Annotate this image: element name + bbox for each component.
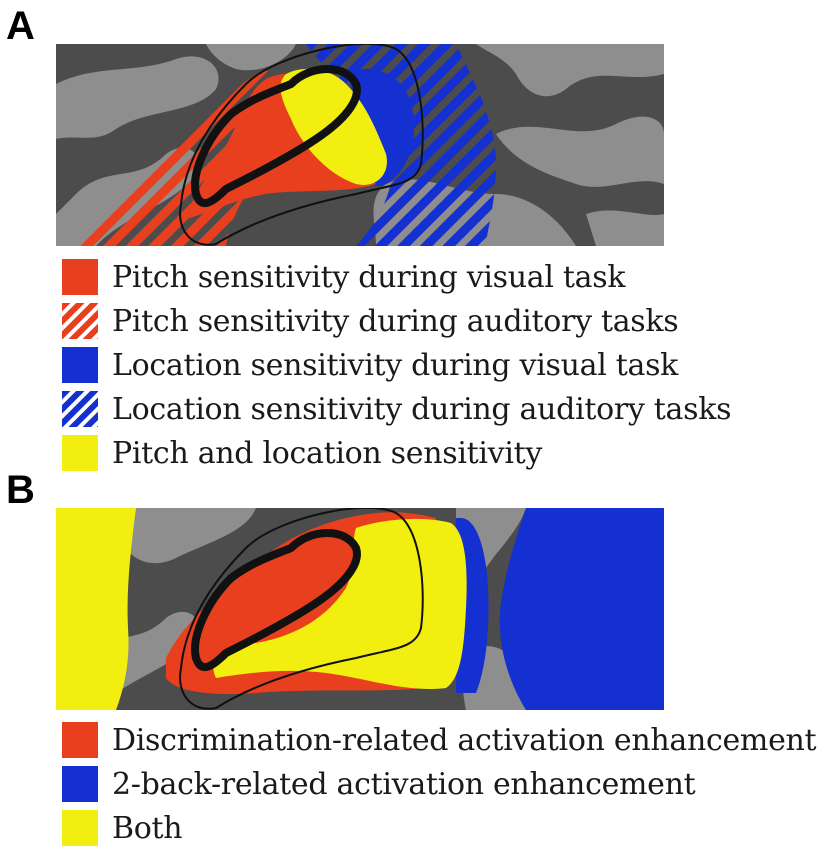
discrimination-swatch <box>62 722 98 758</box>
legend-label: Location sensitivity during auditory tas… <box>112 391 732 427</box>
legend-item: Location sensitivity during visual task <box>62 343 731 387</box>
pitch-auditory-swatch <box>62 303 98 339</box>
thin-outline <box>179 44 424 246</box>
legend-item: Pitch sensitivity during visual task <box>62 255 731 299</box>
both-swatch <box>62 810 98 846</box>
panel-b-letter: B <box>6 468 35 512</box>
thick-outline <box>191 529 361 671</box>
legend-label: Pitch sensitivity during visual task <box>112 259 626 295</box>
both-left-region <box>56 508 136 710</box>
legend-label: Pitch sensitivity during auditory tasks <box>112 303 679 339</box>
panel-b-brain-map <box>56 508 664 710</box>
legend-item: Discrimination-related activation enhanc… <box>62 718 817 762</box>
legend-item: Pitch and location sensitivity <box>62 431 731 475</box>
panel-a-legend: Pitch sensitivity during visual task Pit… <box>62 255 732 475</box>
thick-outline <box>191 65 361 207</box>
location-auditory-swatch <box>62 391 98 427</box>
legend-item: Pitch sensitivity during auditory tasks <box>62 299 731 343</box>
legend-item: 2-back-related activation enhancement <box>62 762 816 806</box>
panel-b-legend: Discrimination-related activation enhanc… <box>62 718 817 850</box>
twoback-swatch <box>62 766 98 802</box>
both-swatch <box>62 435 98 471</box>
location-visual-swatch <box>62 347 98 383</box>
legend-label: Both <box>112 810 183 846</box>
legend-label: Pitch and location sensitivity <box>112 435 543 471</box>
panel-a-letter: A <box>6 4 35 48</box>
twoback-right-region <box>499 508 664 710</box>
legend-label: Location sensitivity during visual task <box>112 347 679 383</box>
legend-item: Location sensitivity during auditory tas… <box>62 387 732 431</box>
panel-a-brain-map <box>56 44 664 246</box>
legend-label: 2-back-related activation enhancement <box>112 766 696 802</box>
thin-outline <box>179 508 424 710</box>
pitch-visual-swatch <box>62 259 98 295</box>
legend-item: Both <box>62 806 816 850</box>
legend-label: Discrimination-related activation enhanc… <box>112 722 817 758</box>
